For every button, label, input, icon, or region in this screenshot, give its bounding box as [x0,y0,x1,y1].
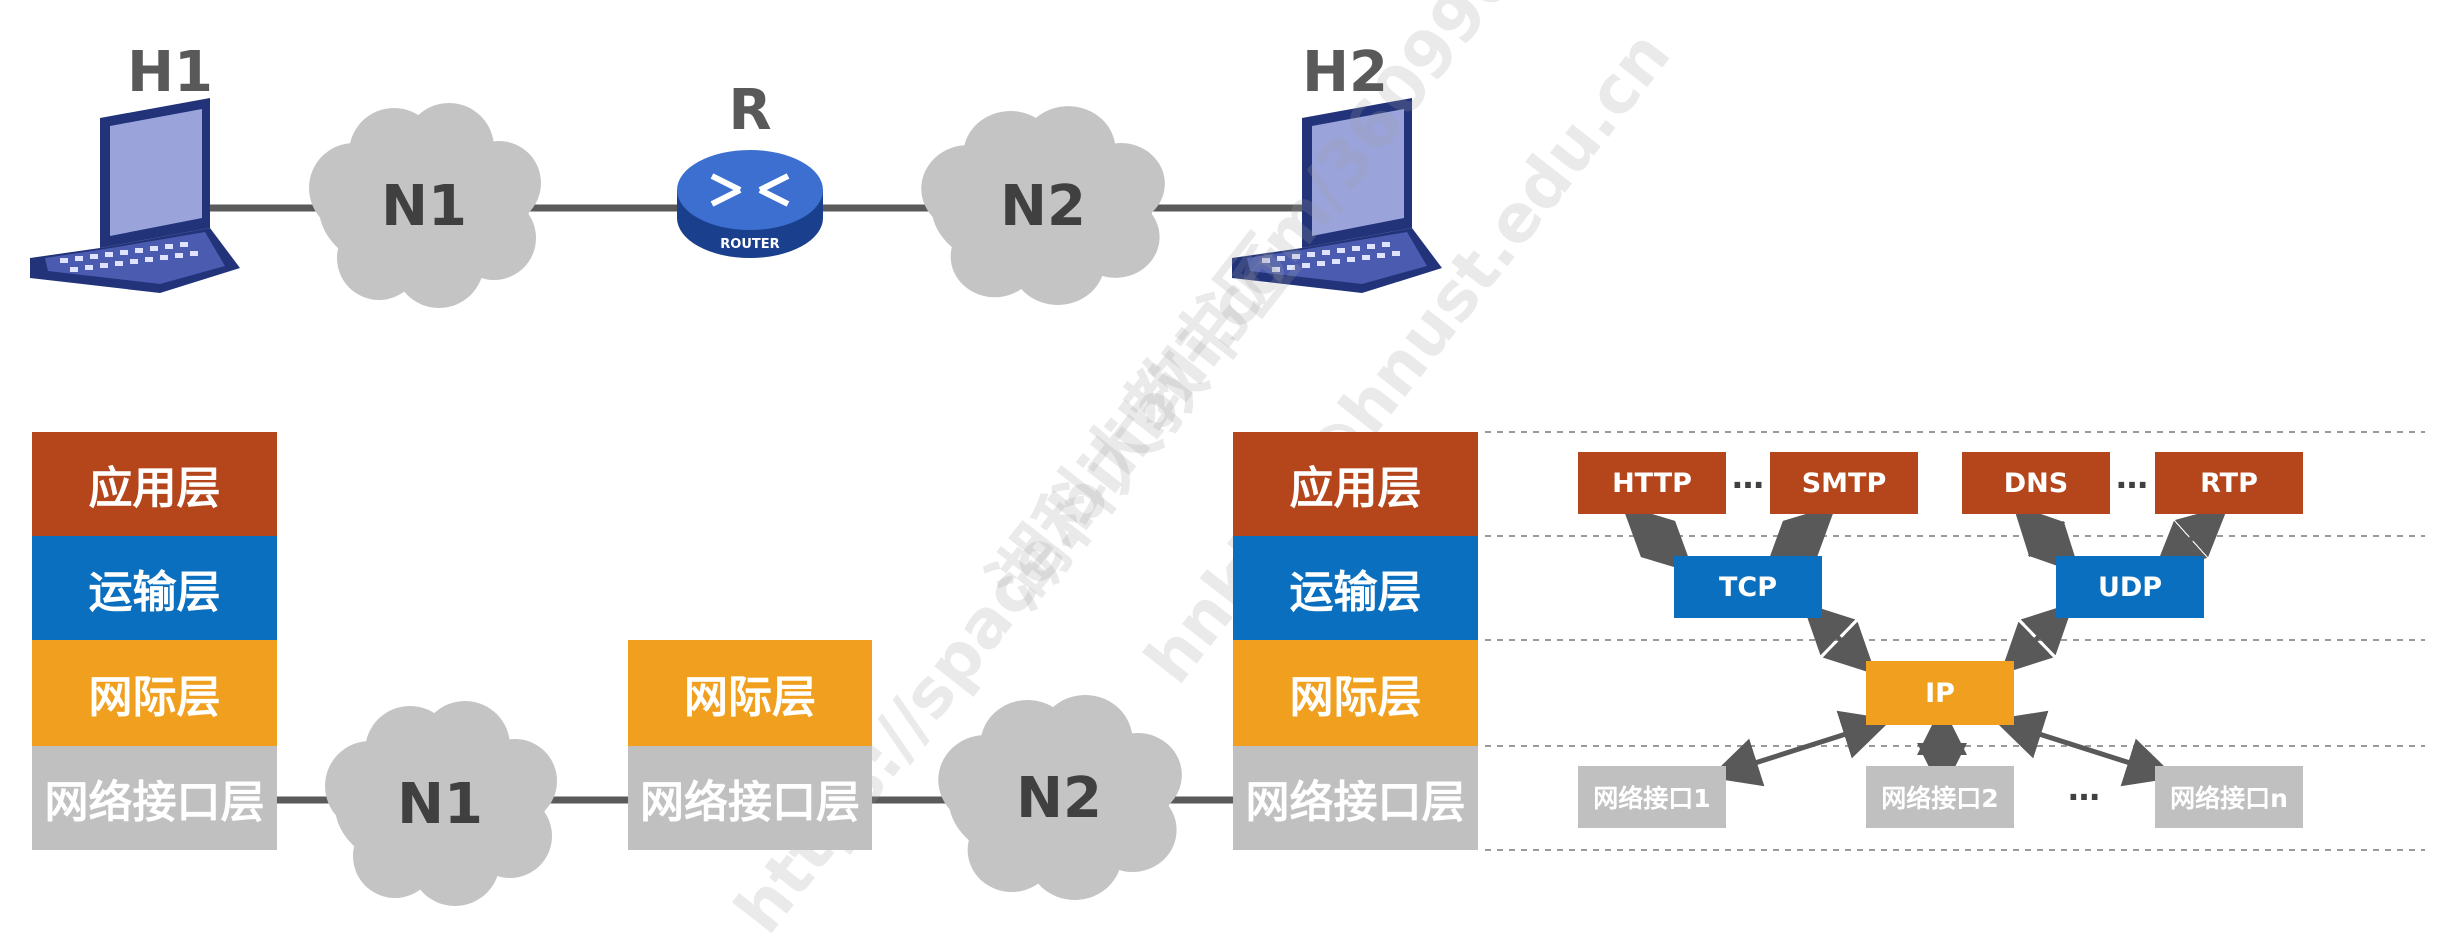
laptop-icon [30,98,240,293]
left-link-layer: 网络接口层 [32,746,277,850]
host-h2-label: H2 [1302,40,1388,105]
iface-ellipsis: … [2068,770,2100,808]
left-application-layer: 应用层 [32,432,277,536]
router-link-layer: 网络接口层 [628,746,872,850]
protocol-http: HTTP [1578,452,1726,514]
protocol-smtp: SMTP [1770,452,1918,514]
left-transport-layer: 运输层 [32,536,277,640]
network-interface-2: 网络接口2 [1866,766,2014,828]
protocol-tcp: TCP [1674,556,1822,618]
right-internet-layer: 网际层 [1233,640,1478,746]
right-link-layer: 网络接口层 [1233,746,1478,850]
left-internet-layer: 网际层 [32,640,277,746]
cloud-n1-top-label: N1 [381,174,467,239]
protocol-ip: IP [1866,661,2014,725]
network-interface-n: 网络接口n [2155,766,2303,828]
router-internet-layer: 网际层 [628,640,872,746]
router-badge: ROUTER [720,237,780,252]
router-label: R [728,78,772,143]
app-ellipsis-1: … [1732,458,1764,496]
network-interface-1: 网络接口1 [1578,766,1726,828]
cloud-n2-bottom-label: N2 [1016,766,1102,831]
protocol-udp: UDP [2056,556,2204,618]
app-ellipsis-2: … [2116,458,2148,496]
protocol-rtp: RTP [2155,452,2303,514]
protocol-arrows [1621,504,2229,793]
right-application-layer: 应用层 [1233,432,1478,536]
cloud-n2-top-label: N2 [1000,174,1086,239]
cloud-n1-bottom-label: N1 [397,772,483,837]
protocol-dns: DNS [1962,452,2110,514]
host-h1-label: H1 [127,40,213,105]
router-icon [677,150,823,258]
right-transport-layer: 运输层 [1233,536,1478,640]
